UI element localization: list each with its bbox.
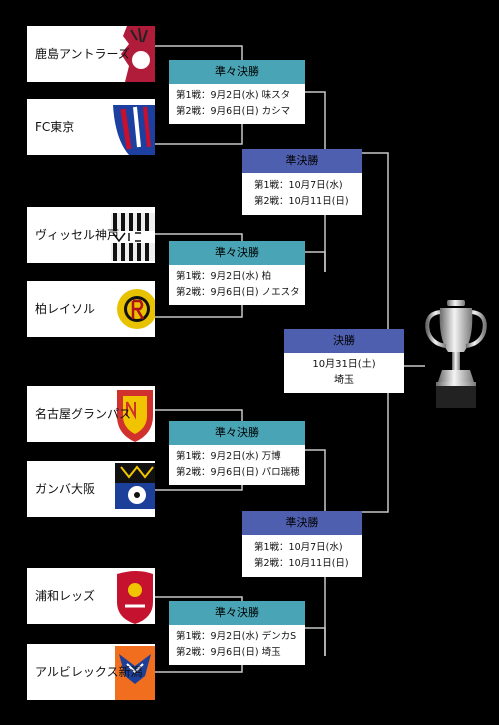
leg2-schedule: 第2戦：10月11日(日) [254, 196, 349, 207]
quarterfinal-header: 準々決勝 [169, 601, 305, 625]
team-name: 名古屋グランパス [35, 407, 132, 421]
quarterfinal-header: 準々決勝 [169, 241, 305, 265]
semifinal-1-box[interactable]: 準決勝 第1戦：10月7日(水) 第2戦：10月11日(日) [242, 149, 362, 215]
nagoya-crest-icon [117, 390, 153, 442]
team-card-kobe[interactable]: ヴィッセル神戸 [27, 207, 155, 263]
team-card-niigata[interactable]: アルビレックス新潟 [27, 644, 155, 700]
leg1-schedule: 第1戦：10月7日(水) [254, 180, 343, 191]
quarterfinal-3-box[interactable]: 準々決勝 第1戦：9月2日(水) 万博 第2戦：9月6日(日) パロ瑞穂 [169, 421, 305, 485]
team-card-urawa[interactable]: 浦和レッズ [27, 568, 155, 624]
kashiwa-crest-icon [117, 289, 155, 329]
leg1-schedule: 第1戦：9月2日(水) デンカS [176, 631, 297, 642]
trophy-icon [425, 300, 487, 408]
urawa-crest-icon [117, 571, 153, 624]
fctokyo-crest-icon [113, 105, 155, 155]
quarterfinal-2-box[interactable]: 準々決勝 第1戦：9月2日(水) 柏 第2戦：9月6日(日) ノエスタ [169, 241, 305, 305]
leg2-schedule: 第2戦：9月6日(日) パロ瑞穂 [176, 467, 300, 478]
team-name: 浦和レッズ [35, 589, 96, 603]
leg1-schedule: 第1戦：9月2日(水) 柏 [176, 271, 272, 282]
team-name: FC東京 [35, 120, 75, 134]
quarterfinal-1-box[interactable]: 準々決勝 第1戦：9月2日(水) 味スタ 第2戦：9月6日(日) カシマ [169, 60, 305, 124]
team-name: ヴィッセル神戸 [35, 228, 120, 242]
quarterfinal-4-box[interactable]: 準々決勝 第1戦：9月2日(水) デンカS 第2戦：9月6日(日) 埼玉 [169, 601, 305, 665]
team-card-gamba[interactable]: ガンバ大阪 [27, 461, 155, 517]
leg1-schedule: 第1戦：10月7日(水) [254, 542, 343, 553]
leg2-schedule: 第2戦：9月6日(日) ノエスタ [176, 287, 300, 298]
final-box[interactable]: 決勝 10月31日(土) 埼玉 [284, 329, 404, 393]
gamba-crest-icon [115, 463, 155, 517]
team-card-kashima[interactable]: 鹿島アントラーズ [27, 26, 155, 82]
niigata-crest-icon [115, 646, 155, 700]
quarterfinal-header: 準々決勝 [169, 60, 305, 84]
semifinal-header: 準決勝 [242, 511, 362, 535]
leg2-schedule: 第2戦：10月11日(日) [254, 558, 349, 569]
final-header: 決勝 [284, 329, 404, 353]
kashima-crest-icon [121, 26, 155, 82]
quarterfinal-header: 準々決勝 [169, 421, 305, 445]
final-date: 10月31日(土) [312, 359, 376, 370]
team-card-kashiwa[interactable]: 柏レイソル [27, 281, 155, 337]
leg1-schedule: 第1戦：9月2日(水) 味スタ [176, 90, 291, 101]
team-card-nagoya[interactable]: 名古屋グランパス [27, 386, 155, 442]
team-card-fctokyo[interactable]: FC東京 [27, 99, 155, 155]
semifinal-2-box[interactable]: 準決勝 第1戦：10月7日(水) 第2戦：10月11日(日) [242, 511, 362, 577]
leg2-schedule: 第2戦：9月6日(日) カシマ [176, 106, 291, 117]
final-venue: 埼玉 [334, 375, 354, 386]
team-name: ガンバ大阪 [35, 482, 96, 496]
leg1-schedule: 第1戦：9月2日(水) 万博 [176, 451, 281, 462]
team-name: アルビレックス新潟 [35, 665, 143, 679]
kobe-crest-icon [109, 213, 155, 261]
leg2-schedule: 第2戦：9月6日(日) 埼玉 [176, 647, 281, 658]
semifinal-header: 準決勝 [242, 149, 362, 173]
team-name: 鹿島アントラーズ [35, 47, 130, 61]
team-name: 柏レイソル [35, 302, 96, 316]
